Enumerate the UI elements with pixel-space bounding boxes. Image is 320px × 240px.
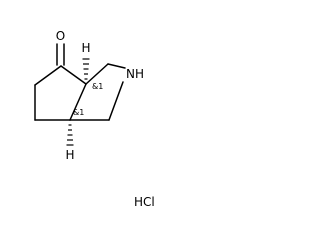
ring-bond-ch2-n <box>107 63 126 69</box>
ring-bond-c5-c1 <box>60 65 87 85</box>
nh-atom-label: NH <box>126 67 144 81</box>
stereo-hydrogen-bottom-label: H <box>65 148 74 162</box>
ring-fusion-bond <box>69 83 87 121</box>
oxygen-atom-label: O <box>56 29 65 43</box>
stereo-hydrogen-top-label: H <box>81 41 90 55</box>
ring-bond-c1-c2 <box>34 65 62 86</box>
ring-bond-n-ch2 <box>108 81 124 121</box>
stereo-mark-top: &1 <box>92 82 103 91</box>
hashed-wedge-bottom <box>66 124 74 146</box>
bond-lines <box>34 43 126 121</box>
stereo-mark-bottom: &1 <box>73 108 84 117</box>
ring-bond-c5-ch2 <box>85 63 109 85</box>
hashed-wedge-top <box>82 58 90 80</box>
hcl-salt-label: HCl <box>134 195 155 209</box>
chemical-structure: O NH H H &1 &1 HCl <box>34 29 155 209</box>
